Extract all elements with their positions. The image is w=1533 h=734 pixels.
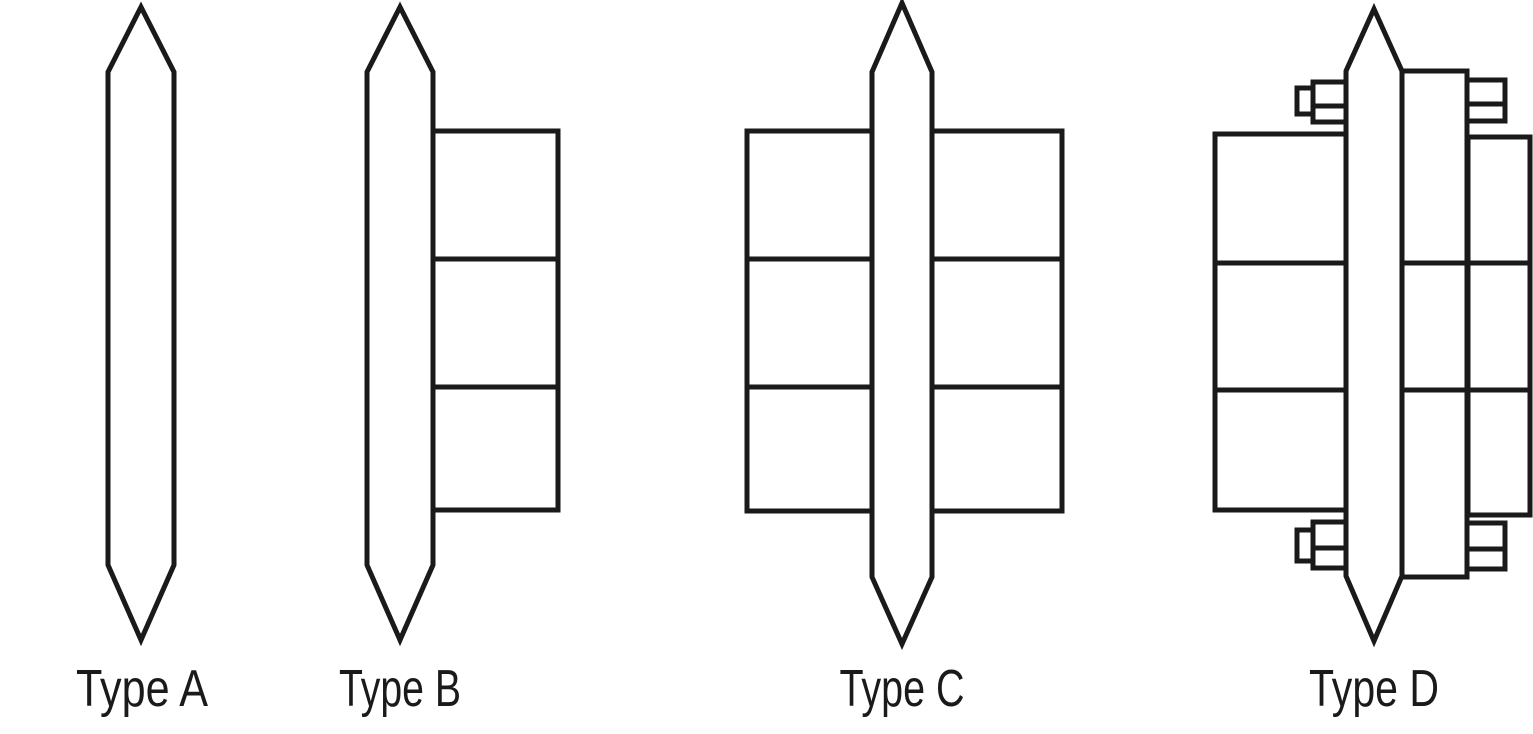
right-plate-outline bbox=[1465, 134, 1533, 518]
right-plate-bottom bbox=[430, 384, 561, 513]
type-b-figure bbox=[364, 1, 561, 647]
type-a-figure bbox=[105, 1, 177, 647]
right-plate-top bbox=[430, 128, 561, 262]
type-c-figure bbox=[744, 0, 1065, 651]
left-plate-top bbox=[1212, 131, 1349, 266]
right-plate-middle bbox=[929, 256, 1065, 390]
left-plate-top bbox=[744, 128, 875, 262]
right-plate-top bbox=[929, 128, 1065, 262]
right-plate-middle bbox=[430, 256, 561, 390]
type-c-label: Type C bbox=[840, 660, 965, 718]
bolt-nut-bottom-right bbox=[1464, 520, 1508, 572]
pile-blade bbox=[1343, 2, 1405, 648]
pile-blade bbox=[869, 0, 935, 651]
bolt-nut-top-left bbox=[1310, 79, 1349, 125]
pile-blade bbox=[105, 1, 177, 647]
left-plate-bottom bbox=[1212, 387, 1349, 513]
bolt-nut-bottom-left bbox=[1310, 519, 1349, 571]
type-b-label: Type B bbox=[339, 660, 461, 718]
left-plate-middle bbox=[744, 256, 875, 390]
type-a-label: Type A bbox=[76, 660, 208, 718]
right-plate-bottom bbox=[929, 384, 1065, 514]
pile-blade bbox=[364, 1, 436, 647]
type-d-label: Type D bbox=[1309, 660, 1439, 718]
type-d-figure bbox=[1212, 2, 1533, 648]
left-plate-middle bbox=[1212, 260, 1349, 393]
splice-plate bbox=[1399, 68, 1470, 580]
left-plate-bottom bbox=[744, 384, 875, 514]
bolt-nut-top-right bbox=[1464, 77, 1508, 124]
